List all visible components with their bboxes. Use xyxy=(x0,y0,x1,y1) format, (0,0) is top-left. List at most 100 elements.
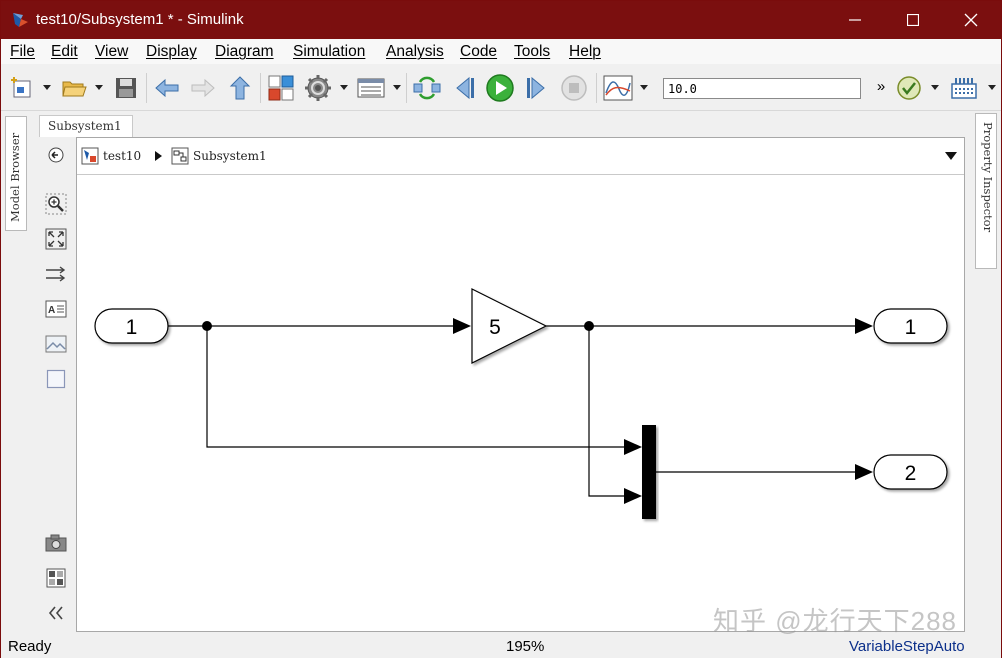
step-forward-icon xyxy=(527,76,545,100)
stop-time-input[interactable] xyxy=(663,78,861,99)
zoom-icon xyxy=(45,193,67,215)
fit-to-view-button[interactable] xyxy=(44,227,68,251)
chevron-down-icon xyxy=(988,84,996,90)
up-button[interactable] xyxy=(225,73,255,103)
data-inspector-icon xyxy=(603,75,633,101)
menu-tools[interactable]: Tools xyxy=(514,43,551,60)
back-arrow-icon xyxy=(155,78,179,98)
menu-display[interactable]: Display xyxy=(146,43,197,60)
menu-view[interactable]: View xyxy=(95,43,129,60)
explorer-dropdown[interactable] xyxy=(392,81,402,93)
data-inspector-button[interactable] xyxy=(603,73,633,103)
arrows-right-icon xyxy=(46,266,66,282)
arrow-direction-button[interactable] xyxy=(44,262,68,286)
stop-button[interactable] xyxy=(559,73,589,103)
outport-block-1[interactable]: 1 xyxy=(873,308,948,344)
up-arrow-icon xyxy=(229,76,251,100)
data-inspector-dropdown[interactable] xyxy=(639,81,649,93)
status-state: Ready xyxy=(8,638,52,655)
collapse-palette-button[interactable] xyxy=(44,601,68,625)
signal-gain-to-mux[interactable] xyxy=(588,326,625,497)
model-explorer-button[interactable] xyxy=(356,73,386,103)
build-dropdown[interactable] xyxy=(987,81,997,93)
menu-code[interactable]: Code xyxy=(460,43,498,60)
build-icon xyxy=(951,78,977,99)
settings-dropdown[interactable] xyxy=(339,81,349,93)
breadcrumb-dropdown-icon[interactable] xyxy=(945,152,957,160)
maximize-button[interactable] xyxy=(884,1,942,39)
svg-text:A: A xyxy=(48,305,55,316)
new-model-icon xyxy=(11,77,31,98)
menu-diagram[interactable]: Diagram xyxy=(215,43,274,60)
gain-block[interactable]: 5 xyxy=(471,288,548,364)
library-browser-button[interactable] xyxy=(266,73,296,103)
step-forward-button[interactable] xyxy=(522,73,552,103)
build-button[interactable] xyxy=(949,73,979,103)
watermark: 知乎 @龙行天下288 xyxy=(713,606,957,636)
arrowhead xyxy=(855,464,873,480)
zoom-button[interactable] xyxy=(44,192,68,216)
open-dropdown[interactable] xyxy=(94,81,104,93)
menu-file[interactable]: File xyxy=(10,43,35,60)
model-info-button[interactable] xyxy=(44,566,68,590)
image-button[interactable] xyxy=(44,332,68,356)
back-button[interactable] xyxy=(152,73,182,103)
step-back-icon xyxy=(456,76,474,100)
property-inspector-tab[interactable]: Property Inspector xyxy=(975,113,997,269)
run-button[interactable] xyxy=(485,73,515,103)
branch-point xyxy=(202,321,212,331)
model-explorer-icon xyxy=(357,78,385,98)
save-icon xyxy=(116,78,136,98)
menu-simulation[interactable]: Simulation xyxy=(293,43,366,60)
open-button[interactable] xyxy=(59,73,89,103)
inport-block-1[interactable]: 1 xyxy=(94,308,169,344)
close-icon xyxy=(964,13,978,27)
text-annotation-icon: A xyxy=(45,300,67,318)
diagram-canvas[interactable]: 1 5 1 2 xyxy=(77,176,964,631)
signal-in1-to-mux[interactable] xyxy=(206,326,625,448)
fit-to-view-icon xyxy=(45,228,67,250)
outport-1-label: 1 xyxy=(905,316,917,339)
mux-block[interactable] xyxy=(642,425,656,519)
gain-value: 5 xyxy=(489,316,501,339)
forward-arrow-icon xyxy=(191,78,215,98)
close-button[interactable] xyxy=(942,1,1000,39)
new-model-dropdown[interactable] xyxy=(42,81,52,93)
subsystem-icon xyxy=(171,147,189,165)
minimize-button[interactable] xyxy=(826,1,884,39)
hide-browser-button[interactable] xyxy=(44,143,68,167)
area-button[interactable] xyxy=(44,367,68,391)
menu-edit[interactable]: Edit xyxy=(51,43,78,60)
arrowhead xyxy=(624,488,642,504)
annotation-button[interactable]: A xyxy=(44,297,68,321)
more-tools-button[interactable]: » xyxy=(874,79,888,94)
forward-button[interactable] xyxy=(188,73,218,103)
branch-point xyxy=(584,321,594,331)
model-advisor-button[interactable] xyxy=(894,73,924,103)
model-settings-button[interactable] xyxy=(303,73,333,103)
snapshot-button[interactable] xyxy=(44,531,68,555)
breadcrumb-subsystem[interactable]: Subsystem1 xyxy=(193,149,267,163)
arrowhead xyxy=(855,318,873,334)
toolbar-separator xyxy=(260,73,261,103)
new-model-button[interactable] xyxy=(7,73,37,103)
menu-analysis[interactable]: Analysis xyxy=(386,43,444,60)
step-back-button[interactable] xyxy=(449,73,479,103)
menu-help[interactable]: Help xyxy=(569,43,601,60)
update-diagram-button[interactable] xyxy=(412,73,442,103)
outport-block-2[interactable]: 2 xyxy=(873,454,948,490)
status-solver[interactable]: VariableStepAuto xyxy=(849,638,965,655)
breadcrumb-model[interactable]: test10 xyxy=(103,149,142,163)
editor-tab-subsystem1[interactable]: Subsystem1 xyxy=(39,115,133,137)
menu-bar: File Edit View Display Diagram Simulatio… xyxy=(1,39,1001,64)
model-icon xyxy=(81,147,99,165)
model-browser-tab[interactable]: Model Browser xyxy=(5,116,27,231)
toolbar-separator xyxy=(596,73,597,103)
save-button[interactable] xyxy=(111,73,141,103)
camera-icon xyxy=(45,534,67,552)
toolbar-separator xyxy=(406,73,407,103)
model-browser-label: Model Browser xyxy=(8,132,22,222)
chevron-down-icon xyxy=(640,84,648,90)
advisor-dropdown[interactable] xyxy=(930,81,940,93)
